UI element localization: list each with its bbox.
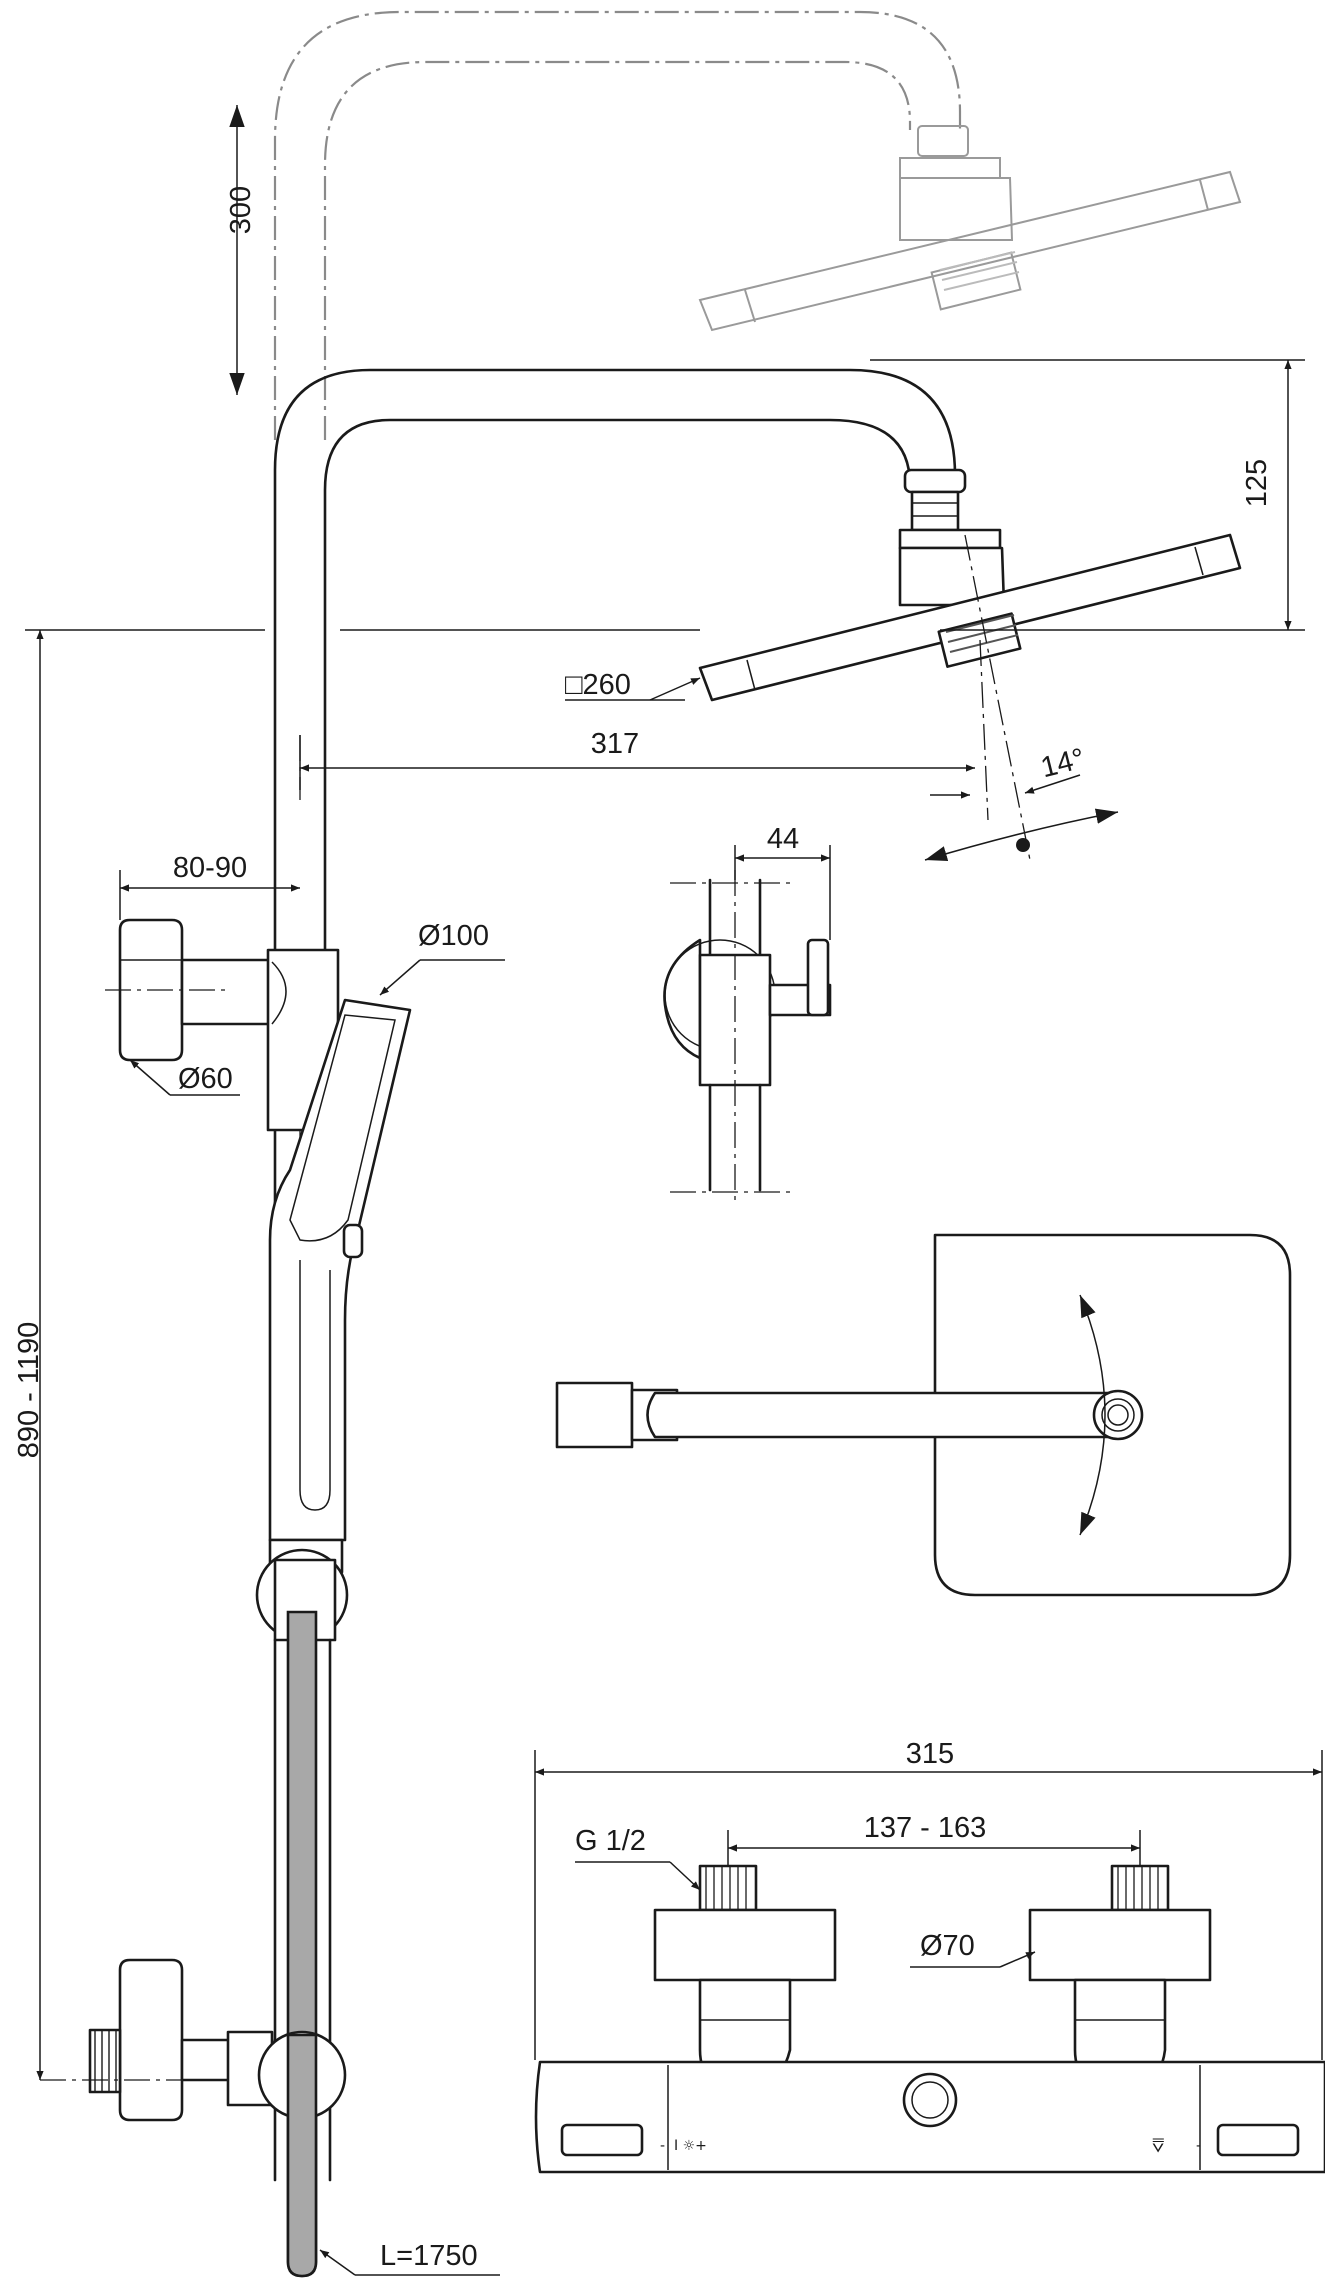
arm-top-view [555, 1233, 1292, 1597]
label-hose-length: L=1750 [380, 2240, 478, 2272]
riser-and-arm [273, 368, 967, 1542]
label-total-width: 315 [906, 1738, 954, 1770]
label-height-range: 890 - 1190 [13, 1322, 45, 1459]
label-escutcheon-diameter: Ø70 [920, 1930, 975, 1962]
svg-text:-: - [660, 2138, 665, 2154]
upper-wall-bracket [105, 918, 340, 1132]
shower-diverter-icon: ⩢ [1152, 2133, 1164, 2157]
label-head-size: □260 [565, 669, 631, 701]
label-wall-offset: 80-90 [173, 852, 247, 884]
lower-wall-bracket [40, 1958, 347, 2278]
label-hand-shower-diameter: Ø100 [418, 920, 489, 952]
holder-side-detail [663, 870, 832, 1200]
label-holder-depth: 44 [767, 823, 799, 855]
label-bracket-diameter: Ø60 [178, 1063, 233, 1095]
label-arm-reach: 317 [591, 728, 639, 760]
thermostatic-mixer: I ☼+ ⩢ - - [534, 1864, 1325, 2174]
label-tilt-angle: 14° [1038, 743, 1088, 785]
overhead-shower [698, 528, 1242, 861]
dimension-lines [25, 105, 1323, 2276]
label-head-drop: 125 [1241, 459, 1273, 507]
label-thread-size: G 1/2 [575, 1825, 646, 1857]
label-inlet-spacing: 137 - 163 [864, 1812, 987, 1844]
label-raise-height: 300 [225, 186, 257, 234]
temperature-scale-icon: I ☼+ [674, 2138, 707, 2154]
svg-text:-: - [1196, 2138, 1201, 2154]
raised-position-ghost [273, 10, 1242, 440]
